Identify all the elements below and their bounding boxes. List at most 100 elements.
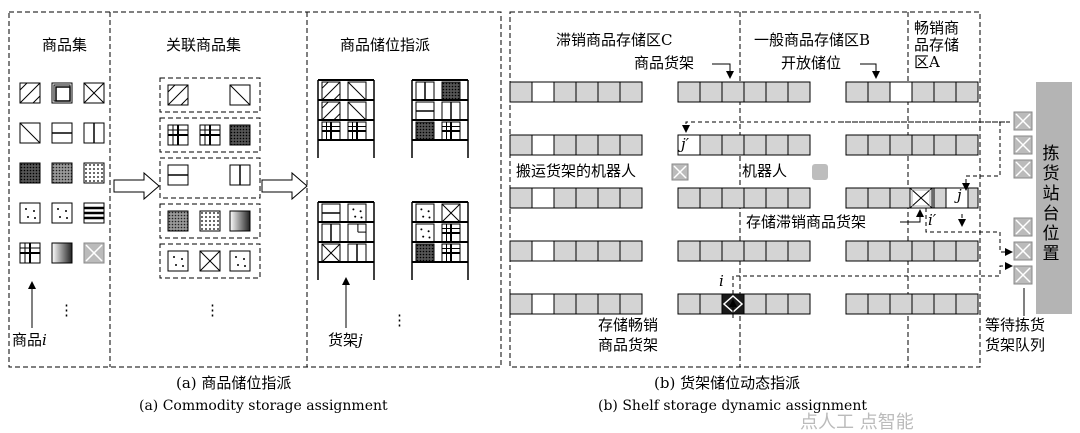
dots-icon [83,162,105,184]
shelf-row [509,187,643,209]
icon-stroke [321,101,329,109]
sparse-icon [415,203,435,223]
xbox-icon [199,250,221,272]
mid-icon [167,210,189,232]
icon-dot [175,264,177,266]
grayx-icon [1013,135,1033,155]
storage-slot [699,134,723,156]
storage-slot [553,293,577,315]
storage-slot [575,240,599,262]
storage-slot [911,81,935,103]
storage-slot [889,240,913,262]
storage-slot [597,187,621,209]
picking-station-label: 拣货站台位置 [1042,144,1060,264]
storage-slot [787,134,811,156]
icon-frame [415,223,435,243]
queue-label-1: 等待拣货 [985,316,1046,334]
associated-group [159,203,261,239]
associated-group [159,117,261,153]
grayx-icon [1013,265,1033,285]
storage-slot [531,134,555,156]
icon-stroke [19,82,28,91]
storage-slot [743,187,767,209]
storage-slot [699,293,723,315]
storage-slot [531,81,555,103]
icon-dot [428,236,431,239]
icon-dot [360,216,363,219]
shelf-row [845,134,979,156]
xbox-icon [321,243,341,263]
storage-slot [845,187,869,209]
grid-icon [441,243,461,263]
icon-dot [65,210,67,212]
storage-slot [509,293,533,315]
storage-slot [845,81,869,103]
icon-stroke [673,165,687,179]
storage-slot [699,81,723,103]
storage-slot [597,134,621,156]
watermark: 点人工 点智能 [800,412,914,433]
icon-stroke [321,243,341,263]
icon-stroke [199,250,221,272]
vline-icon [415,81,435,101]
dense-icon [441,81,461,101]
sparse-icon [347,203,367,223]
icon-frame [347,223,367,243]
shelf-row [509,240,643,262]
storage-slot [597,81,621,103]
storage-slot [553,81,577,103]
dense-icon [415,121,435,141]
icon-stroke [180,97,189,106]
icon-frame [199,210,221,232]
storage-slot [619,81,643,103]
storage-slot [787,293,811,315]
icon-stroke [321,81,341,101]
xbox-icon [441,203,461,223]
icon-frame [415,121,435,141]
storage-slot [619,187,643,209]
var-i: i [719,272,724,290]
var-j-prime: j′ [681,135,690,153]
dense-icon [415,243,435,263]
icon-dot [352,208,355,211]
vline-icon [229,164,251,186]
slot-i-prime-x [909,187,933,209]
stripes-icon [83,202,105,224]
transition-arrow [261,171,308,201]
storage-slot [889,187,913,209]
hline-icon [321,203,341,223]
hline-icon [51,122,73,144]
icon-dot [33,210,35,212]
shelf-row [677,187,811,209]
open-slot-label: 开放储位 [781,54,842,72]
icon-frame [229,210,251,232]
grid-icon [441,223,461,243]
storage-slot [845,293,869,315]
slash-icon [321,101,341,121]
shelf-unit [411,79,469,158]
grayx-icon [1013,217,1033,237]
icon-frame [51,162,73,184]
associated-group [159,243,261,279]
shelf-row [677,81,811,103]
icon-dot [354,215,357,218]
panel-b-shelf-assignment [509,11,1072,368]
open-slot-pointer [860,63,880,79]
icon-dot [427,230,430,233]
storage-slot [553,240,577,262]
col-storage-assignment-title: 商品储位指派 [340,36,431,54]
grid-icon [347,121,367,141]
storage-slot [553,187,577,209]
storage-slot [721,240,745,262]
icon-dot [427,210,430,213]
robot-icon [812,164,828,180]
storage-slot [955,293,979,315]
storage-slot [765,134,789,156]
icon-dot [57,208,59,210]
slash-icon [167,84,189,106]
icon-stroke [1015,219,1031,235]
stack-icon [51,82,73,104]
storage-slot [619,240,643,262]
backslash-icon [347,81,367,101]
grayx-icon [671,163,689,181]
